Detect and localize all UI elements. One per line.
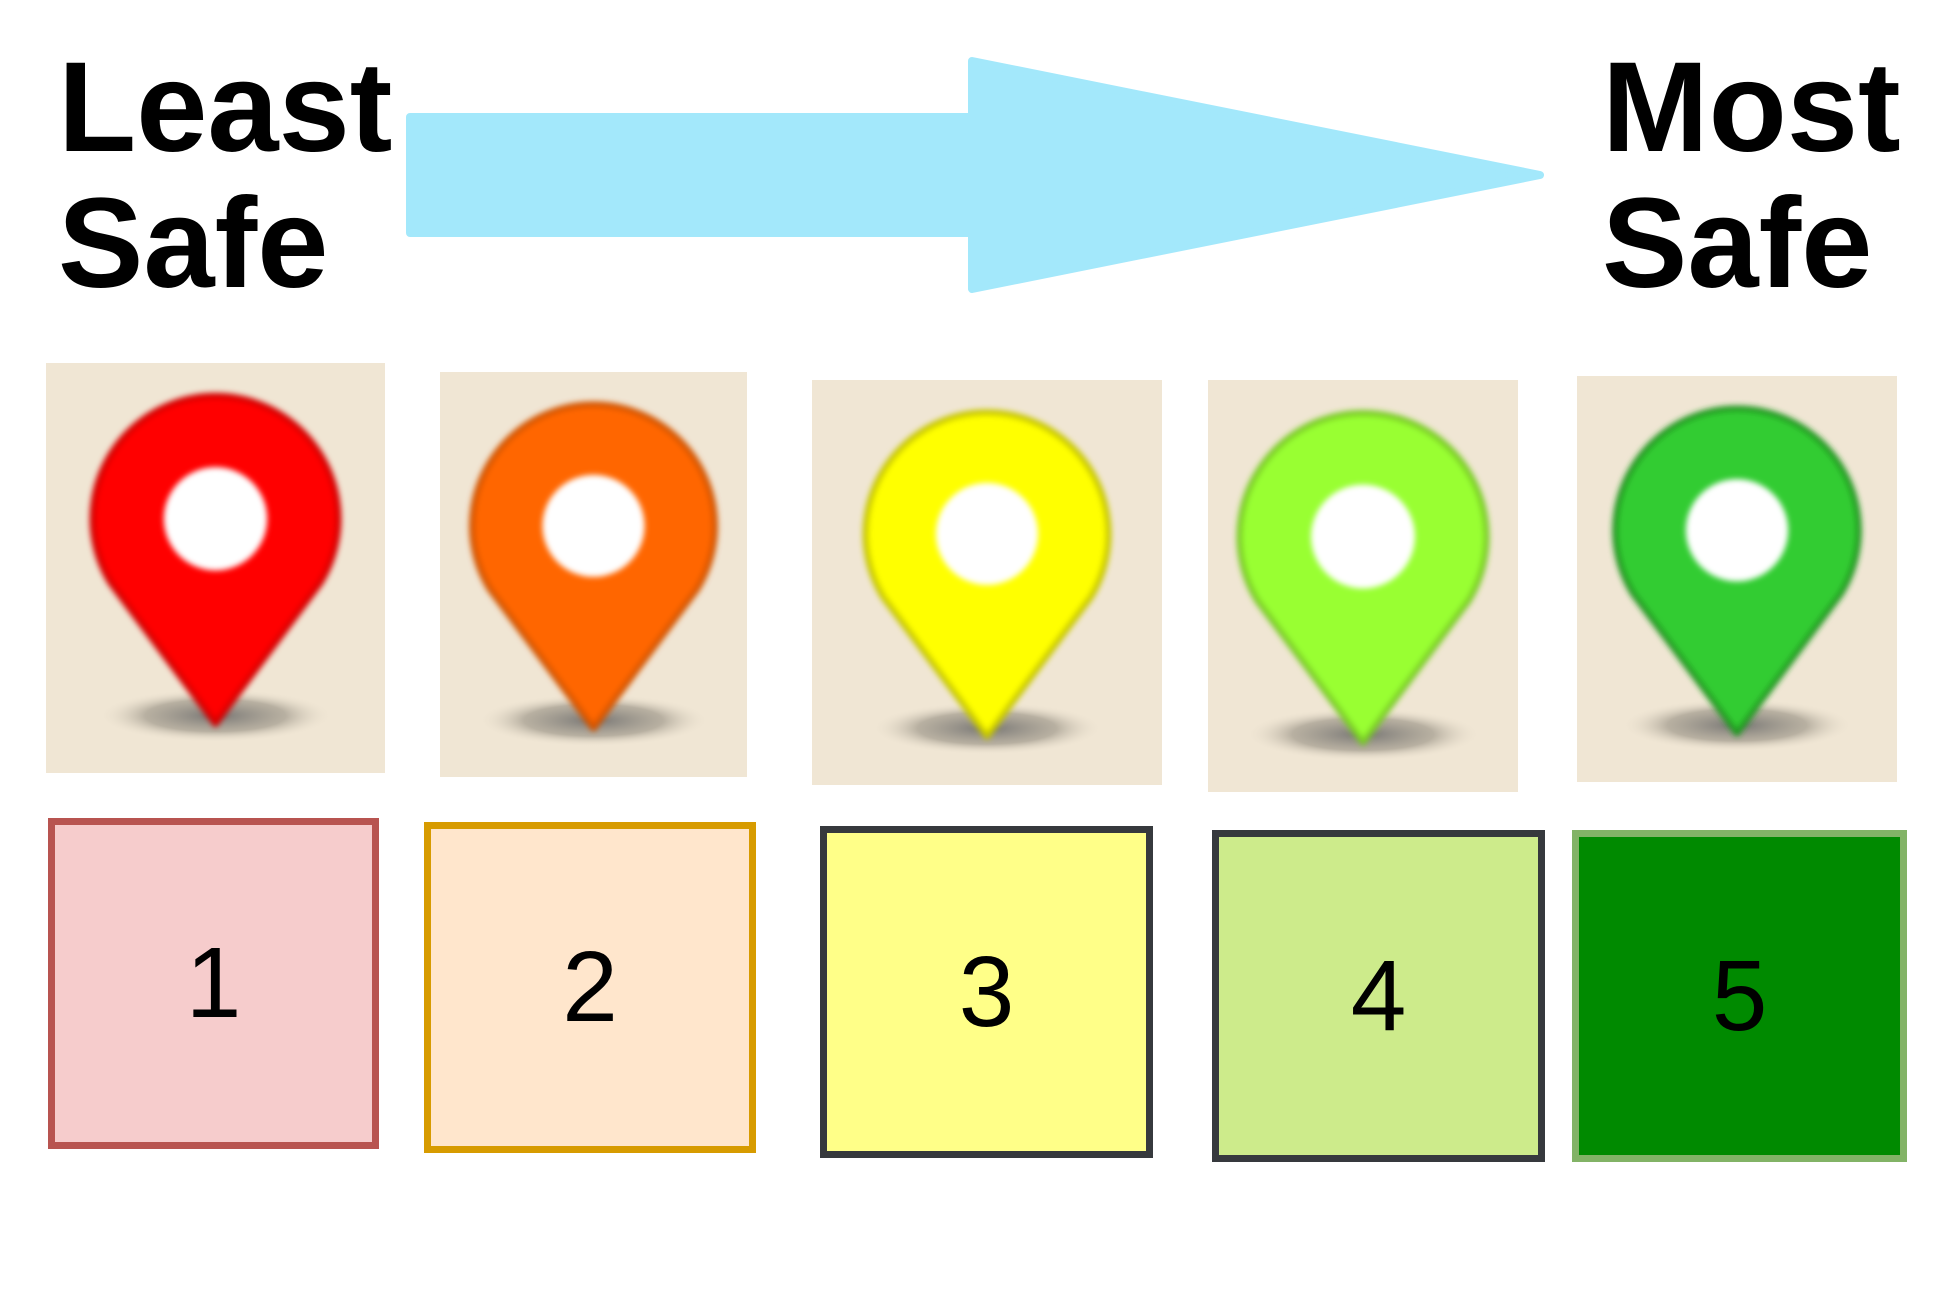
map-pin-hole	[935, 482, 1039, 585]
map-pin-icon	[862, 409, 1112, 755]
map-pin-tile-level-5	[1577, 376, 1897, 782]
map-pin-icon	[89, 392, 342, 743]
arrow-shape	[406, 57, 1544, 293]
safety-direction-arrow	[406, 57, 1544, 293]
safety-level-box-1: 1	[48, 818, 379, 1149]
most-safe-label-line-1: Most	[1602, 36, 1901, 179]
most-safe-label-line-2: Safe	[1602, 172, 1873, 315]
map-pin-hole	[163, 467, 268, 571]
map-pin-icon	[1612, 405, 1862, 752]
safety-level-box-4: 4	[1212, 830, 1545, 1162]
map-pin-hole	[542, 474, 645, 577]
map-pin-tile-level-4	[1208, 380, 1518, 792]
map-pin-icon	[469, 401, 718, 747]
map-pin-icon	[1236, 410, 1490, 762]
map-pin-tile-level-1	[46, 363, 385, 773]
most-safe-label: Most Safe	[1602, 40, 1901, 312]
safety-level-box-5: 5	[1572, 830, 1907, 1162]
map-pin-tile-level-2	[440, 372, 747, 777]
least-safe-label-line-2: Safe	[58, 172, 329, 315]
least-safe-label: Least Safe	[58, 40, 392, 312]
safety-level-box-2: 2	[424, 822, 756, 1153]
safety-level-box-3: 3	[820, 826, 1153, 1158]
map-pin-tile-level-3	[812, 380, 1162, 785]
least-safe-label-line-1: Least	[58, 36, 393, 179]
map-pin-hole	[1685, 479, 1789, 582]
map-pin-hole	[1311, 484, 1415, 589]
